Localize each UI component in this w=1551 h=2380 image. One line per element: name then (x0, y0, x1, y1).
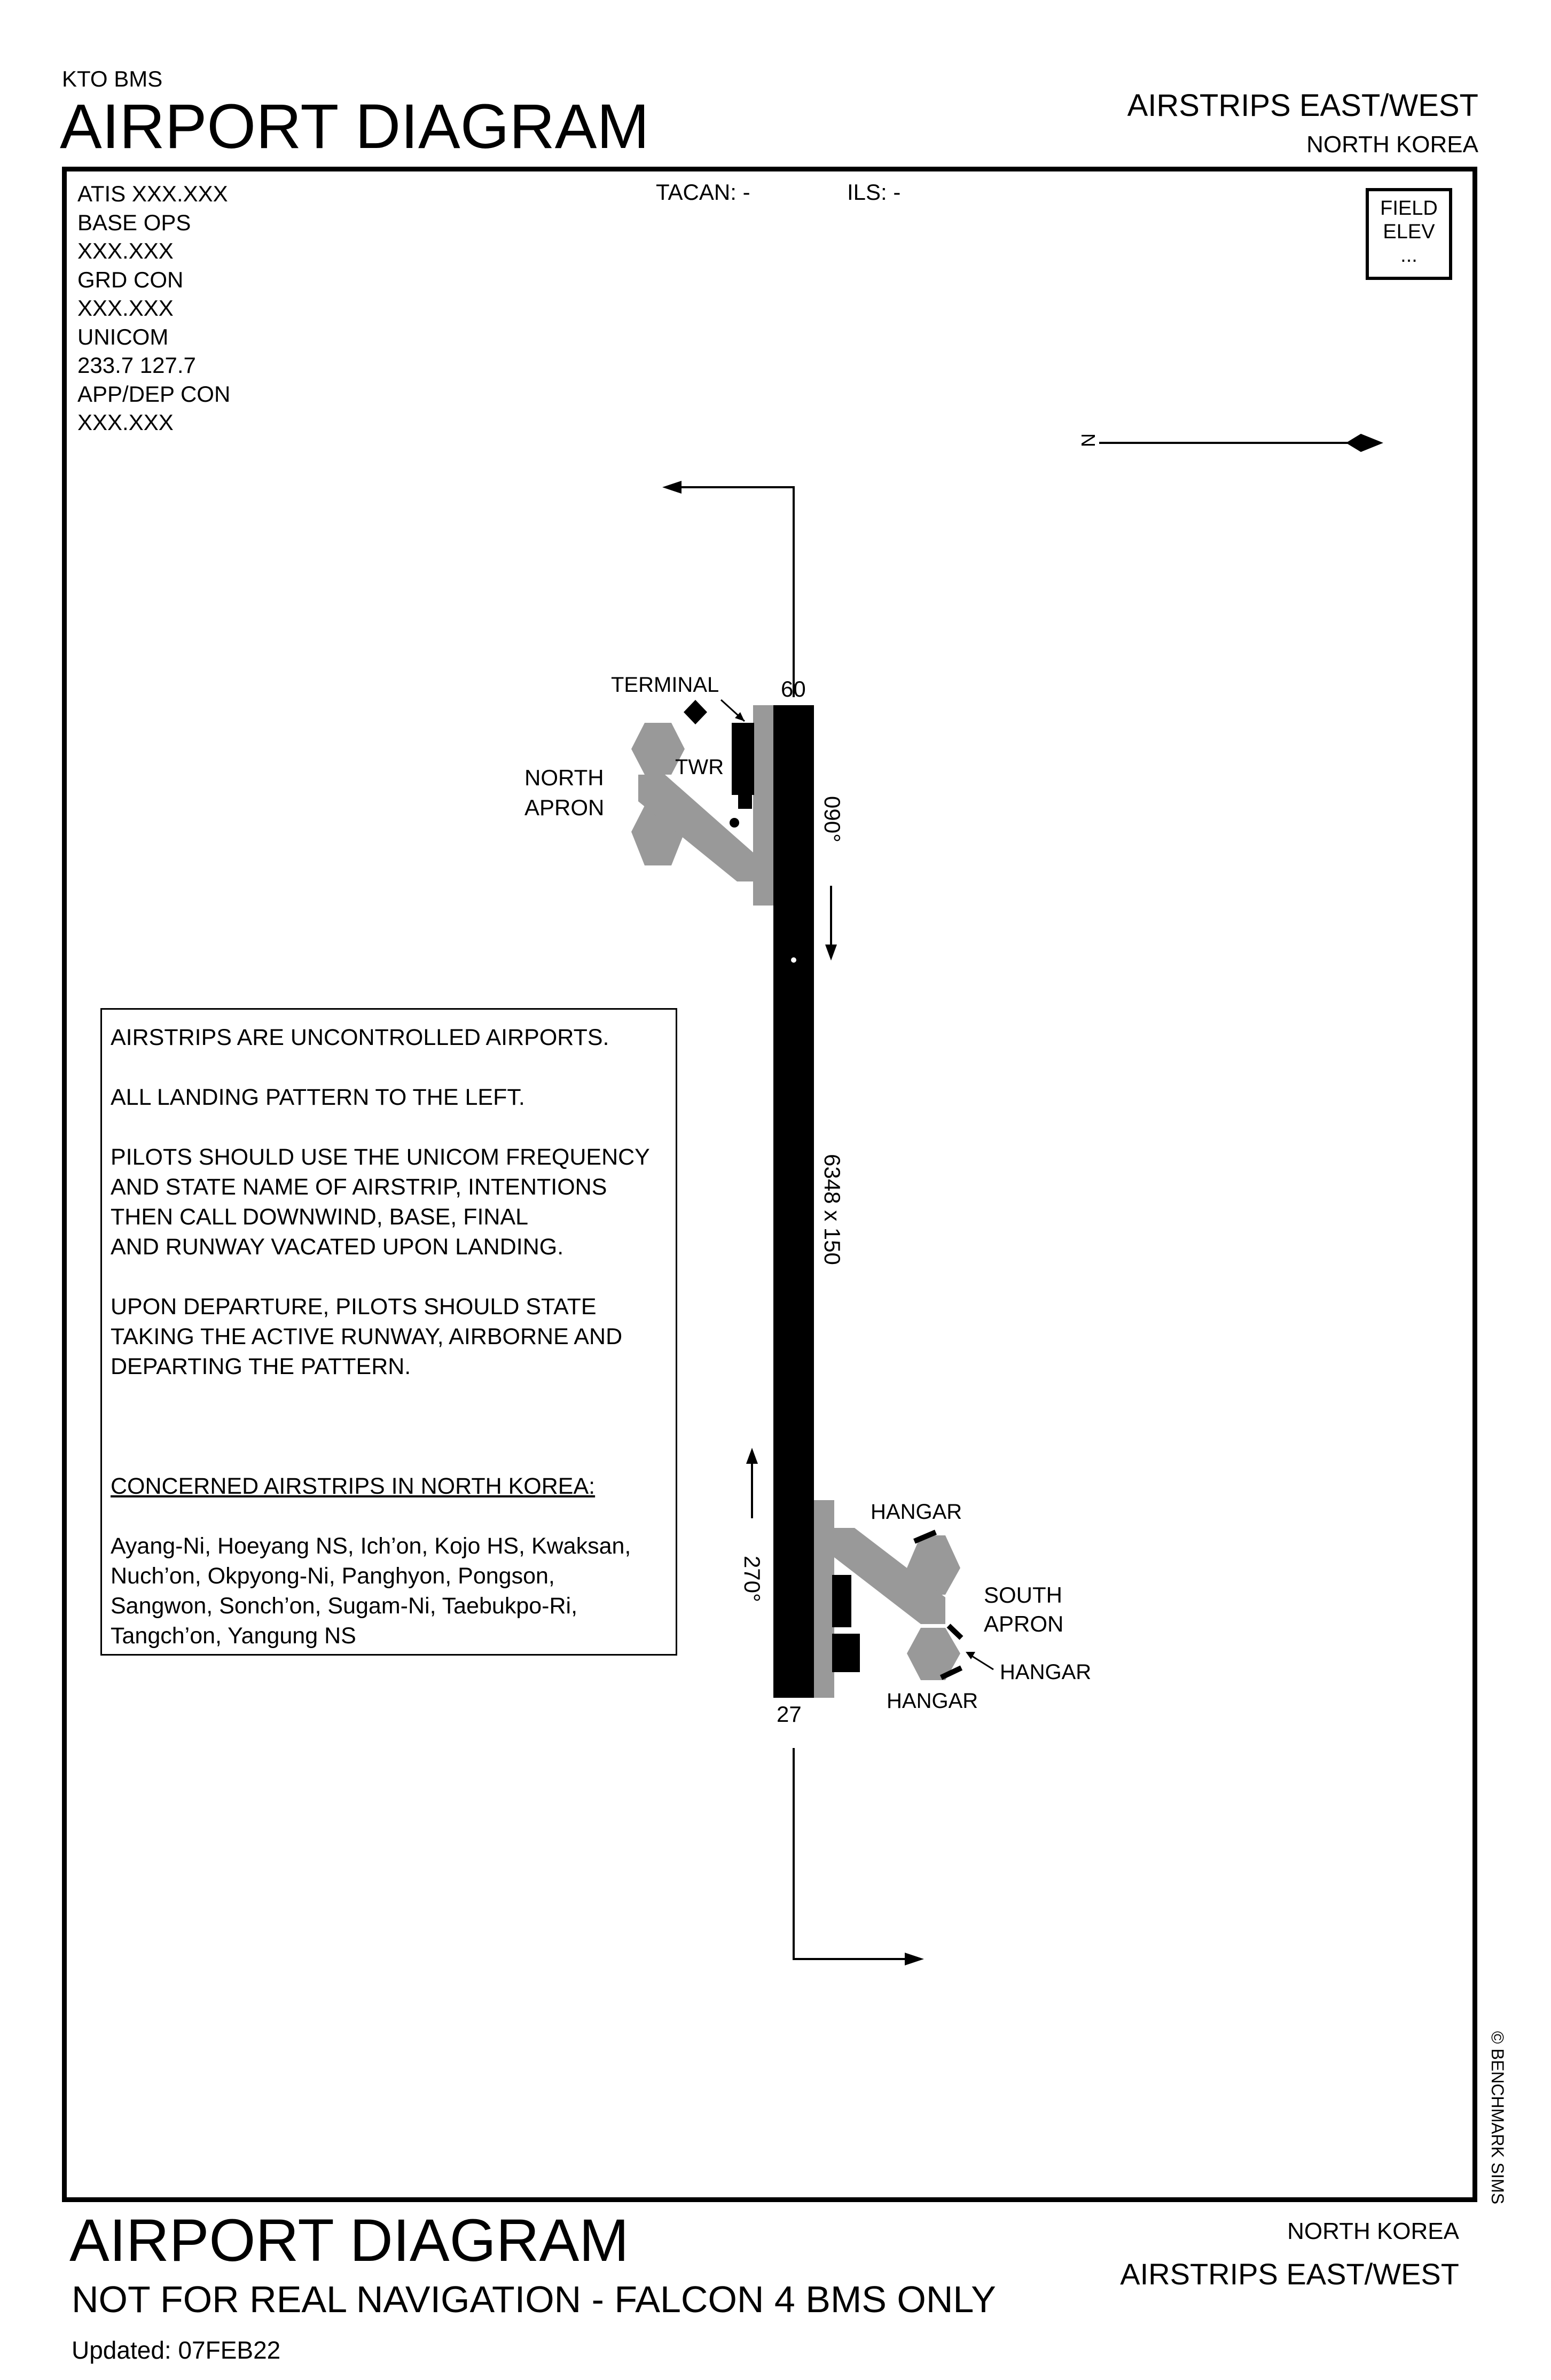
hangar-building-1 (832, 1575, 851, 1627)
unicom-freq: 233.7 127.7 (77, 353, 196, 378)
south-apron-label-1: SOUTH (984, 1582, 1062, 1608)
footer-subtitle: NOT FOR REAL NAVIGATION - FALCON 4 BMS O… (72, 2278, 996, 2320)
copyright-notice: © BENCHMARK SIMS (1488, 2031, 1507, 2205)
note-unicom-line: PILOTS SHOULD USE THE UNICOM FREQUENCY (111, 1142, 667, 1172)
note-line-5: THEN CALL DOWNWIND, BASE, FINAL (111, 1204, 529, 1230)
airstrip-list-3: Sangwon, Sonch’on, Sugam-Ni, Taebukpo-Ri… (111, 1593, 578, 1619)
concerned-airstrips-title: CONCERNED AIRSTRIPS IN NORTH KOREA: (111, 1473, 596, 1499)
north-arrow-icon (1099, 434, 1383, 452)
terminal-leader-line (720, 699, 746, 722)
runway-marker-dot (791, 957, 796, 963)
north-apron-label-2: APRON (524, 795, 605, 820)
note-unicom-prefix: PILOTS SHOULD USE THE (111, 1144, 406, 1170)
note-line-8: TAKING THE ACTIVE RUNWAY, AIRBORNE AND (111, 1324, 623, 1349)
atis-line: ATIS XXX.XXX (77, 181, 228, 206)
app-dep-label: APP/DEP CON (77, 381, 231, 407)
runway-end-north: 60 (781, 676, 806, 701)
grd-con-freq: XXX.XXX (77, 295, 174, 321)
field-elev-line1: FIELD (1380, 197, 1438, 220)
beacon-icon (730, 818, 739, 828)
runway-end-south: 27 (777, 1702, 802, 1727)
source-label: KTO BMS (62, 66, 163, 91)
note-line-7: UPON DEPARTURE, PILOTS SHOULD STATE (111, 1294, 597, 1320)
page-title: AIRPORT DIAGRAM (60, 91, 649, 162)
south-apron (832, 1528, 960, 1680)
heading-arrow-east-icon (825, 886, 837, 961)
terminal-marker-icon (684, 700, 707, 724)
airport-name: AIRSTRIPS EAST/WEST (1127, 88, 1478, 123)
app-dep-freq: XXX.XXX (77, 410, 174, 435)
pattern-arrow-north-icon (674, 486, 795, 697)
hangar-leader-right (966, 1652, 994, 1671)
hangar-marks (913, 1530, 964, 1680)
terminal-building (732, 723, 754, 795)
unicom-label: UNICOM (77, 324, 169, 349)
pattern-arrow-south-icon (793, 1748, 912, 1960)
hangar-label-right: HANGAR (1000, 1660, 1092, 1684)
base-ops-freq: XXX.XXX (77, 238, 174, 263)
footer-updated: Updated: 07FEB22 (72, 2336, 281, 2364)
runway-heading-090: 090° (820, 796, 845, 842)
country-name: NORTH KOREA (1306, 131, 1478, 158)
footer-title: AIRPORT DIAGRAM (69, 2207, 629, 2274)
note-unicom-word: UNICOM (406, 1144, 499, 1170)
pattern-arrowhead-north-icon (662, 481, 682, 494)
field-elev-line3: ... (1400, 244, 1417, 267)
note-line-4: AND STATE NAME OF AIRSTRIP, INTENTIONS (111, 1174, 607, 1200)
pattern-arrowhead-south-icon (905, 1953, 924, 1965)
field-elev-line2: ELEV (1383, 221, 1435, 243)
base-ops-label: BASE OPS (77, 209, 191, 235)
runway-shoulder-south (813, 1500, 834, 1698)
field-elevation-box: FIELD ELEV ... (1366, 188, 1452, 280)
north-label: N (1077, 433, 1099, 447)
frequency-list: ATIS XXX.XXX BASE OPS XXX.XXX GRD CON XX… (77, 180, 230, 437)
note-line-6: AND RUNWAY VACATED UPON LANDING. (111, 1234, 564, 1260)
runway-dimensions: 6348 x 150 (820, 1154, 845, 1265)
note-line-9: DEPARTING THE PATTERN. (111, 1354, 411, 1379)
tacan-label: TACAN: - (656, 180, 750, 205)
heading-arrow-west-icon (746, 1448, 758, 1518)
hangar-building-2 (832, 1634, 860, 1672)
twr-label: TWR (675, 755, 724, 779)
procedures-notes: AIRSTRIPS ARE UNCONTROLLED AIRPORTS. ALL… (100, 1008, 677, 1656)
runway-heading-270: 270° (740, 1556, 765, 1602)
airstrip-list-1: Ayang-Ni, Hoeyang NS, Ich’on, Kojo HS, K… (111, 1533, 631, 1559)
north-apron-label-1: NORTH (524, 765, 604, 790)
footer-country: NORTH KOREA (1287, 2218, 1459, 2244)
note-unicom-suffix: FREQUENCY (499, 1144, 650, 1170)
grd-con-label: GRD CON (77, 267, 184, 292)
footer-airport: AIRSTRIPS EAST/WEST (1120, 2257, 1459, 2291)
diagram-frame (62, 167, 1477, 2202)
hangar-label-top: HANGAR (871, 1500, 962, 1524)
south-apron-label-2: APRON (984, 1611, 1064, 1636)
airstrip-list-4: Tangch’on, Yangung NS (111, 1623, 356, 1649)
note-pattern: ALL LANDING PATTERN TO THE LEFT. (111, 1084, 525, 1110)
note-uncontrolled: AIRSTRIPS ARE UNCONTROLLED AIRPORTS. (111, 1025, 609, 1050)
tower-icon (738, 794, 752, 809)
airstrip-list-2: Nuch’on, Okpyong-Ni, Panghyon, Pongson, (111, 1563, 555, 1589)
runway (773, 705, 814, 1698)
ils-label: ILS: - (847, 180, 901, 205)
runway-shoulder-north (753, 705, 774, 906)
north-apron (631, 723, 756, 881)
terminal-label: TERMINAL (611, 673, 719, 697)
hangar-label-bottom: HANGAR (887, 1689, 978, 1713)
